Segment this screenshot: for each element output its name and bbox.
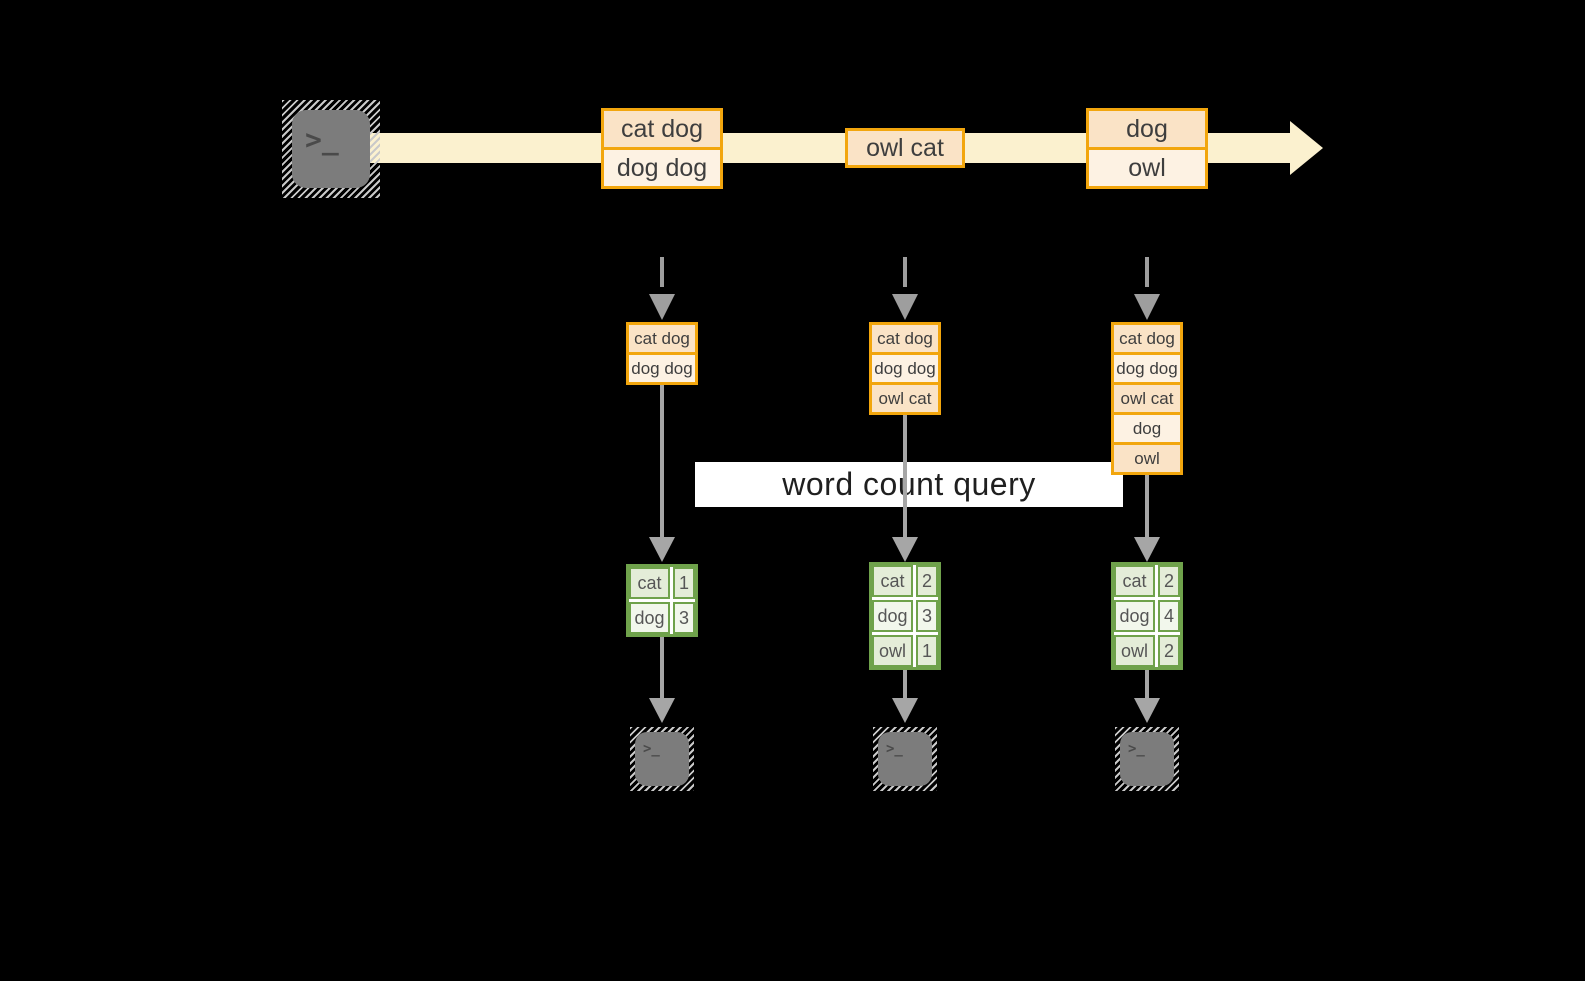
buffer-stack: cat dog dog dog [626,322,698,385]
count-value-cell: 1 [673,567,695,599]
buffer-stack: cat dog dog dog owl cat [869,322,941,415]
terminal-prompt-glyph: >_ [1128,741,1145,757]
count-word-cell: dog [629,602,670,634]
terminal-prompt-glyph: >_ [305,123,339,156]
query-arrowhead-icon [892,537,918,562]
count-word-cell: dog [1114,600,1155,632]
terminal-screen: >_ [635,732,689,786]
buffer-row: owl [1114,442,1180,472]
terminal-screen: >_ [878,732,932,786]
terminal-prompt-glyph: >_ [643,741,660,757]
buffer-stack: cat dog dog dog owl cat dog owl [1111,322,1183,475]
count-value-cell: 2 [1158,635,1180,667]
count-value-cell: 2 [916,565,938,597]
query-arrowhead-icon [1134,537,1160,562]
ingest-arrowhead-icon [1134,294,1160,320]
count-value-cell: 3 [673,602,695,634]
query-banner: word count query [695,462,1123,507]
count-value-cell: 2 [1158,565,1180,597]
buffer-row: cat dog [1114,325,1180,352]
terminal-screen: >_ [1120,732,1174,786]
stream-event-box: cat dog dog dog [601,108,723,189]
output-terminal-icon: >_ [630,727,694,791]
ingest-arrow-dash [660,257,664,287]
count-table: cat 2 dog 3 owl 1 [869,562,941,670]
stream-arrowhead-icon [1290,121,1323,175]
count-value-cell: 4 [1158,600,1180,632]
output-arrowhead-icon [649,698,675,723]
buffer-row: dog [1114,412,1180,442]
buffer-row: dog dog [872,352,938,382]
output-arrow-line [660,629,664,698]
output-arrowhead-icon [892,698,918,723]
query-arrowhead-icon [649,537,675,562]
buffer-row: cat dog [872,325,938,352]
count-table: cat 2 dog 4 owl 2 [1111,562,1183,670]
output-arrow-line [903,658,907,698]
stream-event-box: dog owl [1086,108,1208,189]
ingest-arrow-dash [903,257,907,287]
stream-event-text: owl [1089,147,1205,186]
terminal-screen: >_ [292,110,370,188]
output-arrow-line [1145,658,1149,698]
ingest-arrow-dash [1145,257,1149,287]
query-arrow-line [660,385,664,538]
buffer-row: dog dog [1114,352,1180,382]
buffer-row: owl cat [872,382,938,412]
count-word-cell: owl [872,635,913,667]
stream-event-box: owl cat [845,128,965,168]
terminal-prompt-glyph: >_ [886,741,903,757]
count-word-cell: cat [629,567,670,599]
buffer-row: dog dog [629,352,695,382]
query-arrow-line [1145,475,1149,538]
stream-event-text: cat dog [604,111,720,147]
count-word-cell: dog [872,600,913,632]
output-arrowhead-icon [1134,698,1160,723]
count-word-cell: cat [1114,565,1155,597]
ingest-arrowhead-icon [892,294,918,320]
stream-event-text: dog dog [604,147,720,186]
buffer-row: owl cat [1114,382,1180,412]
buffer-row: cat dog [629,325,695,352]
output-terminal-icon: >_ [873,727,937,791]
ingest-arrowhead-icon [649,294,675,320]
source-terminal-icon: >_ [282,100,380,198]
stream-event-text: dog [1089,111,1205,147]
count-word-cell: cat [872,565,913,597]
stream-event-text: owl cat [848,131,962,165]
count-value-cell: 3 [916,600,938,632]
query-banner-label: word count query [782,466,1036,502]
output-terminal-icon: >_ [1115,727,1179,791]
count-value-cell: 1 [916,635,938,667]
count-word-cell: owl [1114,635,1155,667]
query-arrow-line [903,415,907,538]
count-table: cat 1 dog 3 [626,564,698,637]
